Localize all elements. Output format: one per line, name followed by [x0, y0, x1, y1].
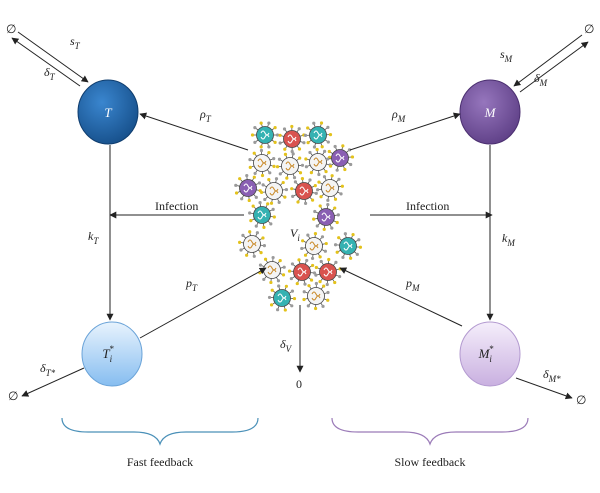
virus-particle [302, 281, 330, 311]
node-M-label: M [484, 105, 497, 120]
label-pM: pM [405, 276, 420, 293]
arrow-deltaM [519, 41, 589, 93]
label-pT: pT [185, 276, 198, 293]
node-Mi-infected: Mi* [459, 321, 521, 387]
virus-particle [267, 284, 297, 312]
label-sM: sM [500, 47, 513, 64]
virus-particle [304, 147, 332, 177]
arrow-deltaMstar [515, 377, 573, 400]
virus-particle [325, 144, 355, 172]
label-rhoM: ρM [391, 107, 406, 124]
virus-particle [248, 148, 276, 178]
arrow-pT [139, 267, 267, 339]
virus-particle [303, 121, 333, 149]
node-Mi-label: Mi* [478, 344, 494, 364]
virus-particle [300, 231, 328, 261]
virus-particle [259, 177, 289, 205]
node-Ti-infected: Ti* [81, 321, 143, 387]
label-deltaTstar: δT* [40, 361, 56, 378]
slow-feedback-label: Slow feedback [395, 455, 466, 469]
virus-particle [316, 174, 344, 202]
label-deltaMstar: δM* [543, 367, 561, 384]
label-infection-left: Infection [155, 199, 198, 213]
label-deltaM: δM [534, 71, 548, 88]
label-sT: sT [70, 34, 81, 51]
virus-cluster [234, 121, 363, 312]
label-infection-right: Infection [406, 199, 449, 213]
virus-particle [275, 152, 305, 180]
virus-particle [314, 257, 342, 287]
arrow-sT [17, 31, 89, 83]
fast-feedback-brace [61, 417, 259, 446]
virus-label: Vi [290, 226, 300, 243]
virus-particle [287, 258, 317, 286]
empty-set-bottom-right: ∅ [576, 393, 586, 407]
node-Ti-label: Ti* [102, 344, 114, 364]
virus-particle [333, 232, 363, 260]
virus-particle [290, 177, 318, 205]
label-rhoT: ρT [199, 107, 212, 124]
fast-feedback-label: Fast feedback [127, 455, 193, 469]
node-M: M [459, 79, 521, 145]
virus-particle [234, 173, 262, 203]
arrow-deltaT [11, 37, 81, 87]
empty-set-bottom-left: ∅ [8, 389, 18, 403]
arrow-sM [513, 34, 583, 87]
label-deltaV: δV [280, 337, 293, 354]
virus-particle [250, 121, 280, 149]
virus-particle [258, 255, 286, 285]
empty-set-top-right: ∅ [584, 22, 594, 36]
arrow-rhoT [139, 112, 249, 151]
virus-particle [312, 203, 340, 231]
arrow-pM [339, 267, 463, 327]
node-T: T [77, 79, 139, 145]
virus-particle [278, 124, 306, 154]
arrow-rhoM [349, 112, 461, 151]
virus-particle [238, 230, 266, 258]
label-deltaT: δT [44, 65, 56, 82]
slow-feedback-brace [331, 417, 529, 446]
virus-particle [248, 201, 276, 229]
arrow-deltaTstar [21, 367, 85, 397]
label-kT: kT [88, 229, 99, 246]
label-kM: kM [502, 231, 515, 248]
node-T-label: T [104, 105, 112, 120]
empty-set-top-left: ∅ [6, 22, 16, 36]
zero-sink: 0 [296, 377, 302, 391]
